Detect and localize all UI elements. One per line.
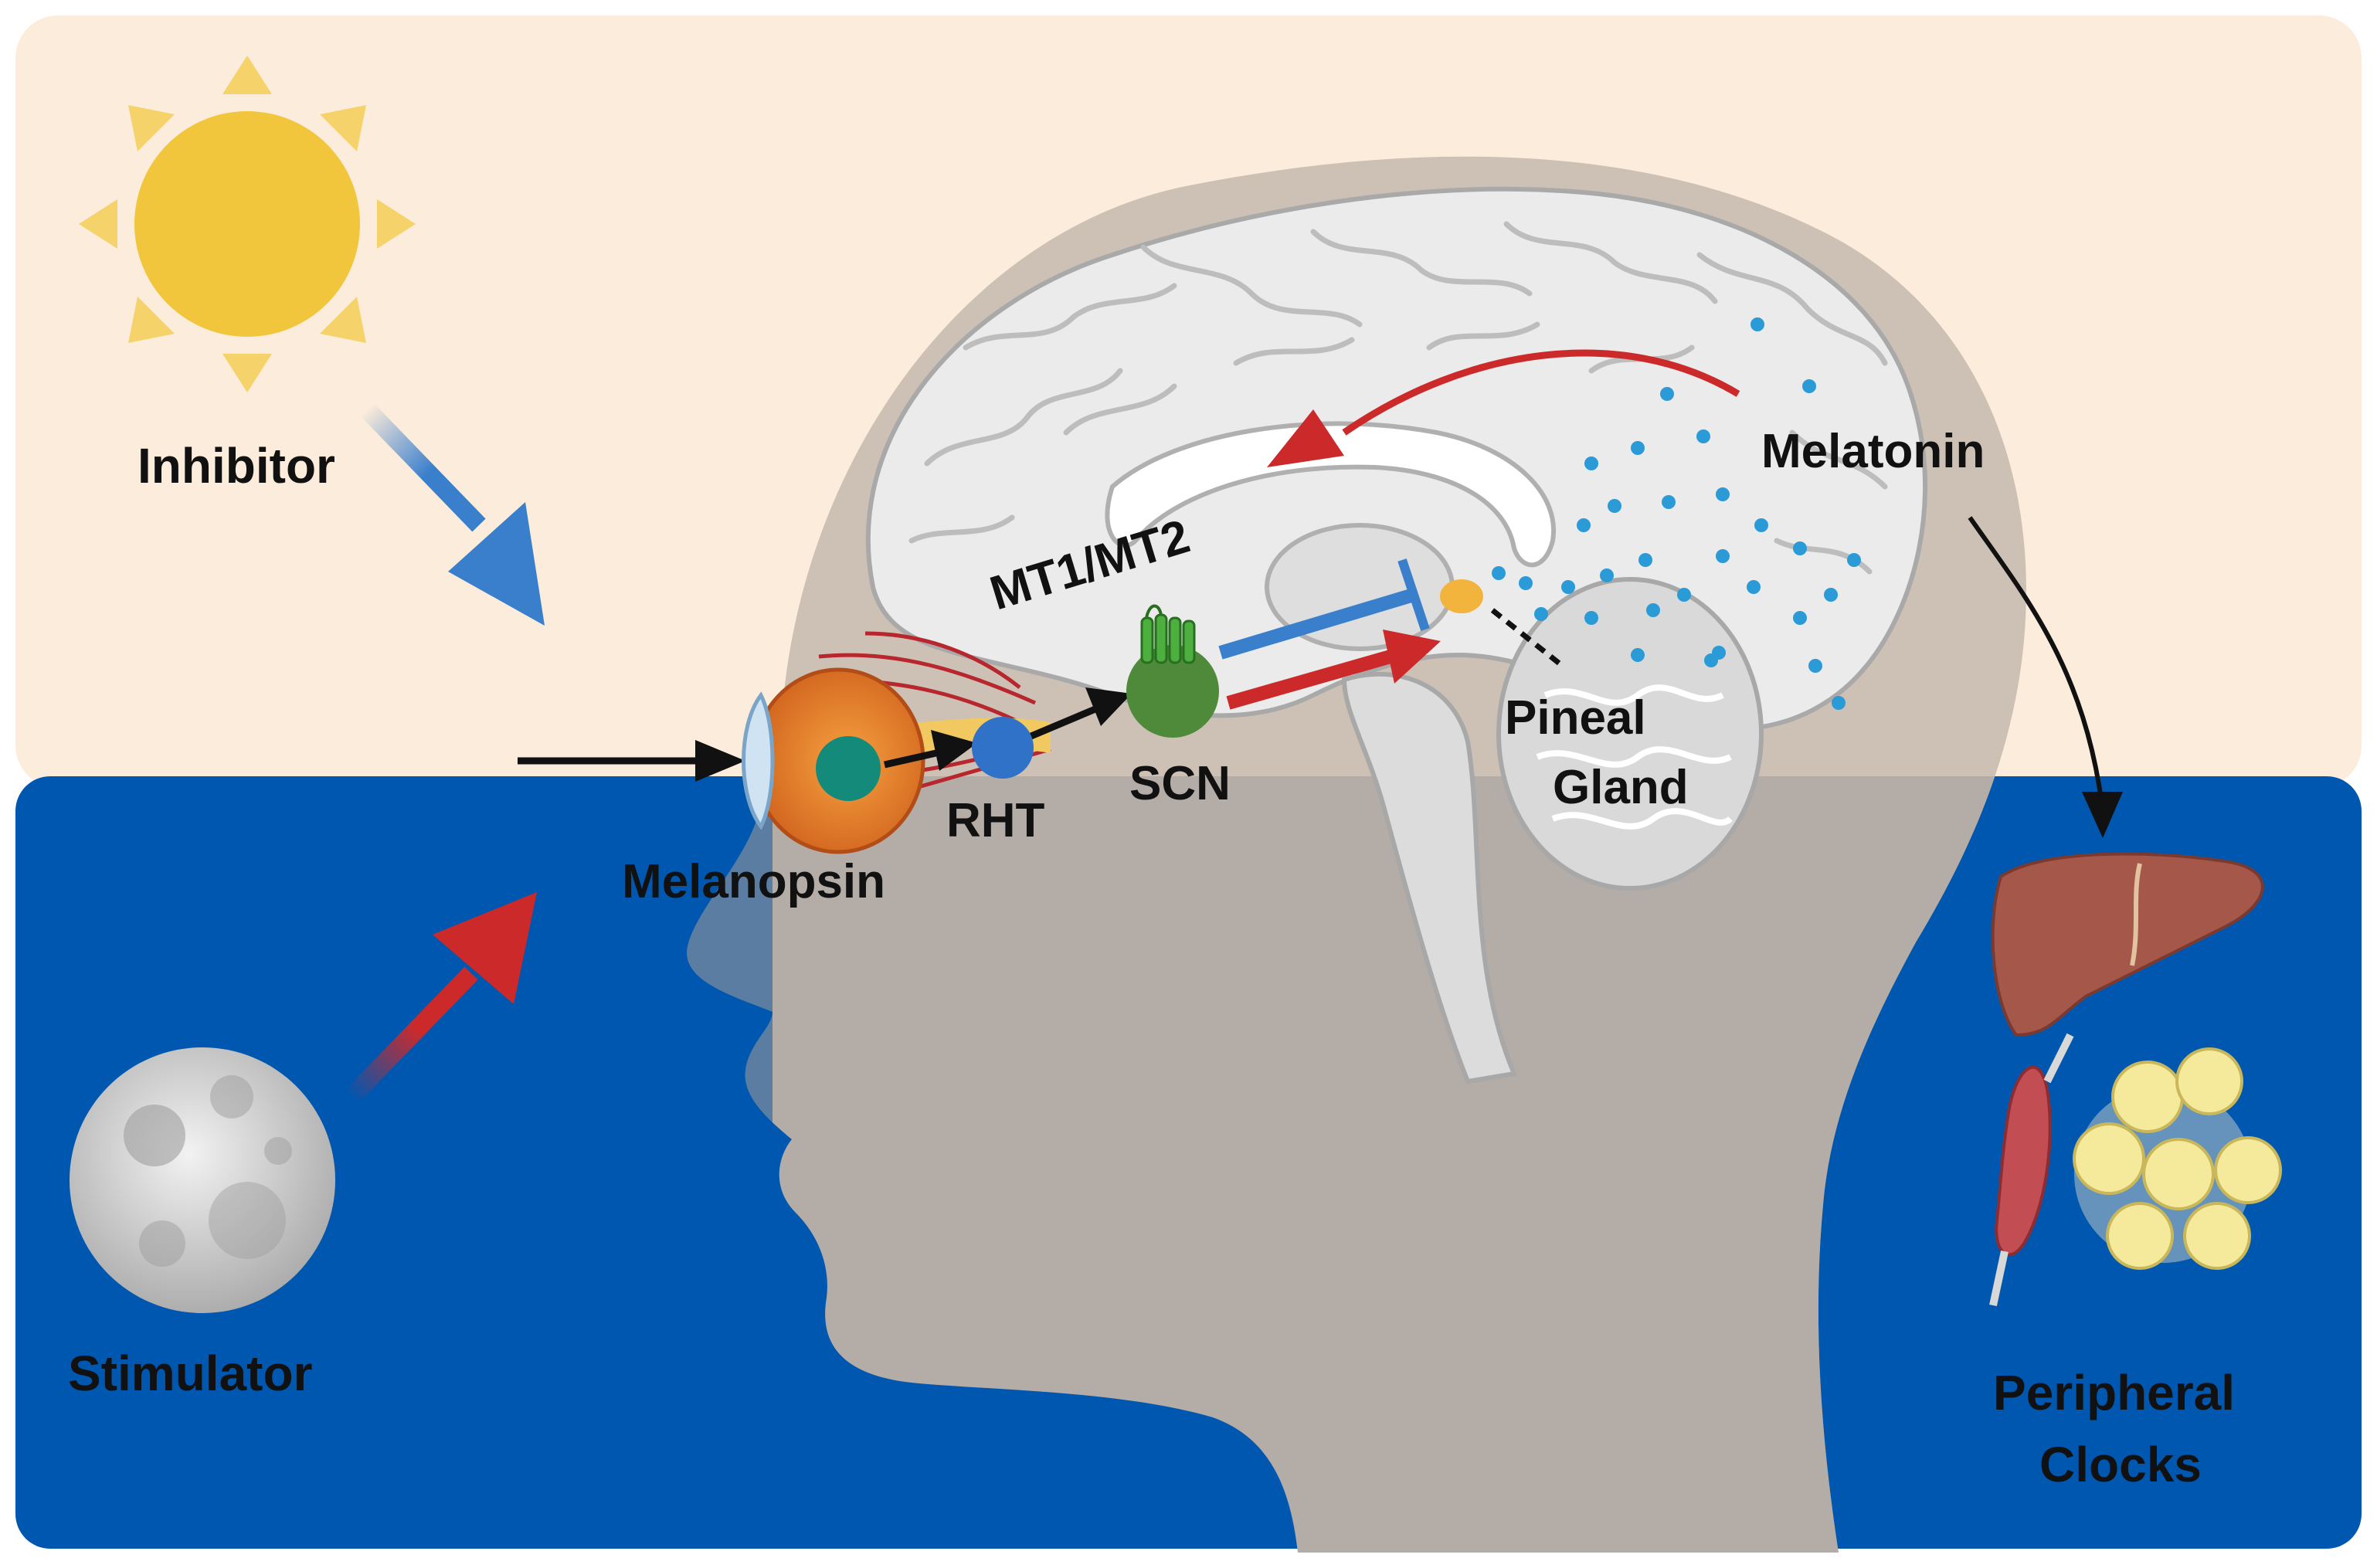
melatonin-to-periphery-arrow <box>1968 516 2123 838</box>
scn-stimulate-pineal-arrow <box>1226 630 1441 710</box>
melatonin-molecules <box>1492 317 1861 710</box>
stimulator-arrow <box>345 892 537 1104</box>
mt-receptor-icon <box>1140 604 1196 664</box>
label-rht: RHT <box>946 794 1045 847</box>
muscle-icon <box>1989 1033 2074 1307</box>
label-inhibitor: Inhibitor <box>138 438 335 494</box>
pineal-pointer <box>1490 608 1563 667</box>
label-pineal: Pineal <box>1505 691 1646 745</box>
melatonin-feedback-arrow <box>1267 349 1740 467</box>
label-scn: SCN <box>1129 757 1231 810</box>
scn-node <box>1126 645 1219 738</box>
rht-to-scn-arrow <box>1026 687 1132 742</box>
brain-icon <box>865 186 1927 1084</box>
eye-icon <box>742 667 925 854</box>
adipose-cells-icon <box>2073 1047 2282 1270</box>
label-peripheral: Peripheral <box>1993 1365 2235 1420</box>
label-melanopsin: Melanopsin <box>622 855 885 908</box>
scn-inhibit-pineal-line <box>1218 558 1430 660</box>
pineal-gland <box>1440 579 1483 613</box>
label-melatonin: Melatonin <box>1761 425 1985 478</box>
cerebellum <box>1496 577 1764 891</box>
rht-node <box>972 717 1034 779</box>
moon-icon <box>70 1047 335 1313</box>
label-stimulator: Stimulator <box>68 1346 312 1401</box>
light-input-arrow <box>518 740 745 782</box>
eye-to-rht-arrow <box>884 730 977 771</box>
label-gland: Gland <box>1553 761 1689 814</box>
inhibitor-arrow <box>360 402 545 626</box>
label-clocks: Clocks <box>2039 1437 2202 1492</box>
sun-icon <box>79 56 416 392</box>
liver-icon <box>1991 852 2264 1037</box>
